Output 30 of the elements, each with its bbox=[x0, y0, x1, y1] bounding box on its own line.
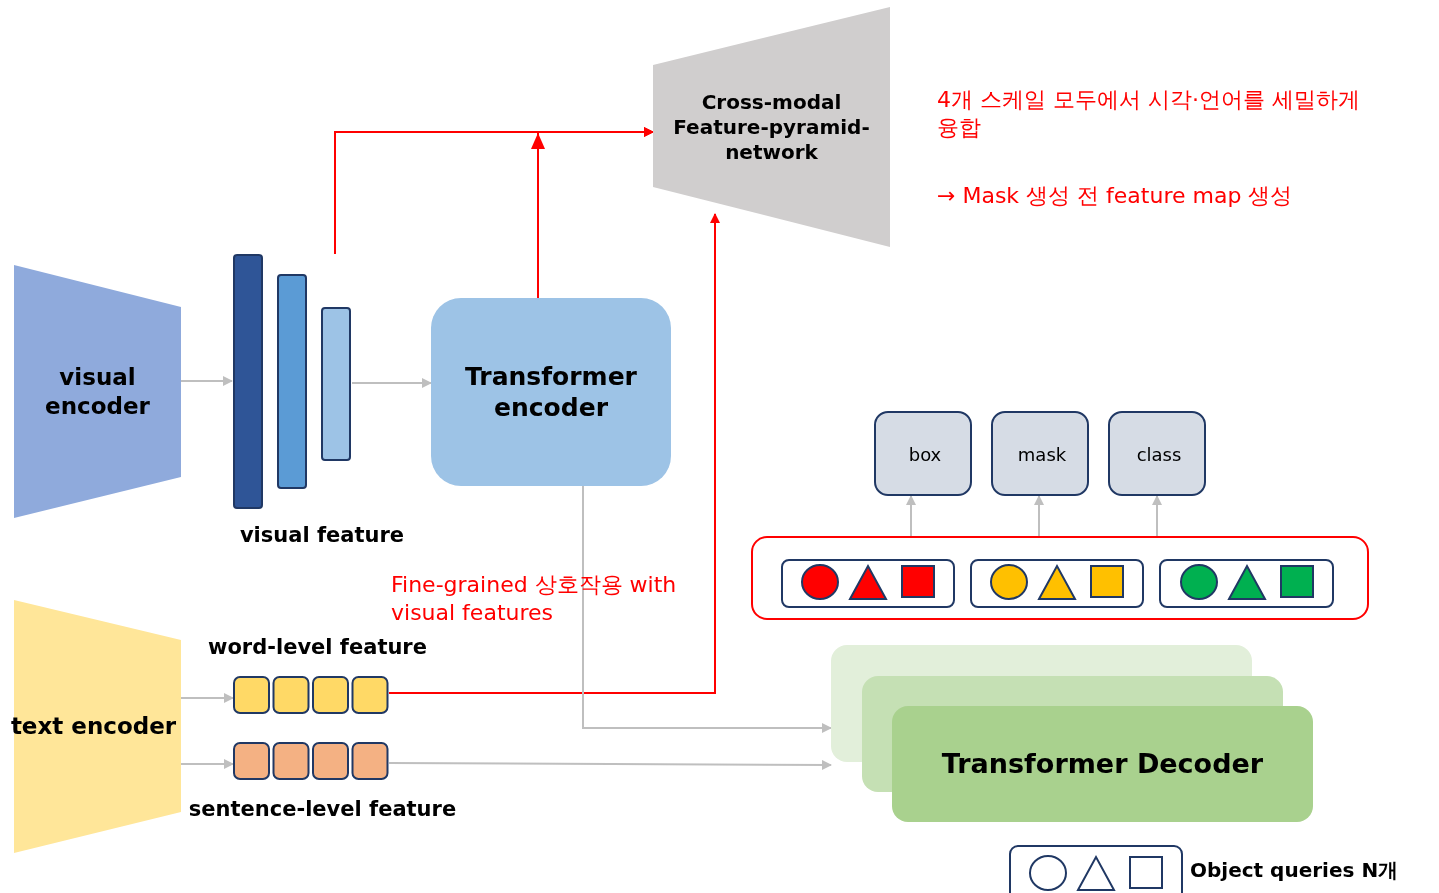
annotation-text: 4개 스케일 모두에서 시각·언어를 세밀하게 융합 bbox=[937, 87, 1360, 141]
node-label: text encoder bbox=[10, 712, 177, 741]
feature-bars bbox=[232, 254, 352, 510]
queries-caption: Object queries N개 bbox=[1190, 858, 1399, 882]
output-box bbox=[874, 411, 972, 496]
annotation-text: → Mask 생성 전 feature map 생성 bbox=[937, 183, 1293, 208]
encoder-trapezoid bbox=[14, 265, 181, 518]
feature-caption: word-level feature bbox=[208, 635, 427, 659]
query-box bbox=[1009, 845, 1183, 893]
prediction-container bbox=[751, 536, 1369, 620]
feature-caption: visual feature bbox=[239, 523, 405, 547]
node-label: mask bbox=[1017, 444, 1067, 467]
node-label: Cross-modal Feature-pyramid-network bbox=[672, 89, 871, 165]
token-cells bbox=[233, 742, 389, 780]
feature-caption: sentence-level feature bbox=[188, 797, 457, 821]
output-box bbox=[991, 411, 1089, 496]
node-label: visual encoder bbox=[44, 362, 151, 421]
node-label: box bbox=[908, 444, 942, 467]
query-group bbox=[781, 559, 955, 608]
output-box bbox=[1108, 411, 1206, 496]
node-label: class bbox=[1136, 444, 1182, 467]
encoder-box bbox=[431, 298, 671, 486]
decoder-stack bbox=[831, 645, 1313, 822]
node-label: Transformer encoder bbox=[464, 360, 638, 424]
network-trapezoid bbox=[653, 7, 890, 247]
token-cells bbox=[233, 676, 389, 714]
query-group bbox=[1159, 559, 1334, 608]
query-group bbox=[970, 559, 1144, 608]
node-label: Transformer Decoder bbox=[941, 747, 1264, 781]
annotation-text: Fine-grained 상호작용 with visual features bbox=[391, 572, 677, 626]
